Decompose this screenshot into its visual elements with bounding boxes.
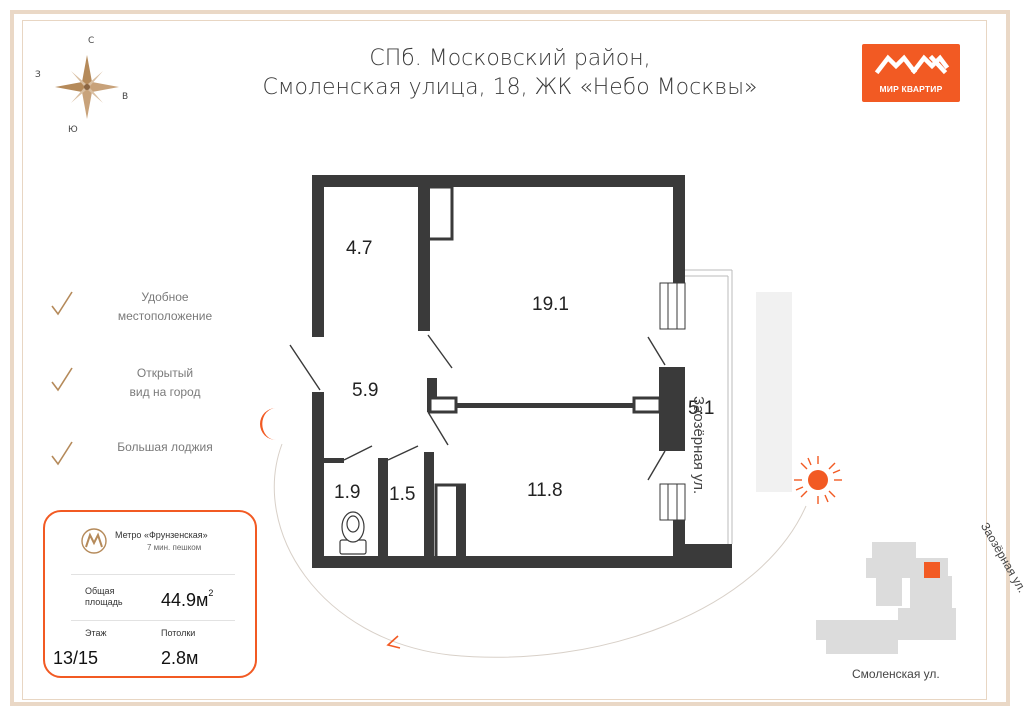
total-area-label-line2: площадь — [85, 597, 123, 607]
total-area-value: 44.9м2 — [161, 588, 214, 611]
compass-rose: С Ю В З — [30, 30, 150, 140]
sun-icon — [794, 456, 842, 504]
floor-value: 13/15 — [53, 648, 99, 668]
total-area-label-line1: Общая — [85, 586, 115, 596]
outer-frame — [10, 10, 1010, 706]
feature-city-view: Открытый вид на город — [40, 364, 230, 414]
page-title: СПб. Московский район, Смоленская улица,… — [250, 44, 770, 102]
street-label-zaozernaya: Заозёрная ул. — [690, 396, 707, 495]
moon-icon — [260, 408, 276, 440]
feature-location-line2: местоположение — [117, 309, 213, 323]
room-area-loggia: 5.1 — [688, 398, 715, 419]
room-area-bathroom: 1.9 — [334, 482, 361, 503]
divider — [71, 574, 235, 575]
direction-arrow-icon — [386, 635, 401, 649]
doors — [289, 334, 666, 481]
compass-north-label: С — [88, 36, 95, 46]
feature-city-view-line2: вид на город — [129, 385, 201, 399]
floor-label: Этаж — [85, 628, 107, 638]
check-icon — [51, 441, 73, 466]
column-left — [428, 396, 458, 414]
room-area-kitchen: 11.8 — [527, 480, 563, 501]
title-line-1: СПб. Московский район, — [369, 46, 651, 71]
metro-walk-time: 7 мин. пешком — [147, 543, 202, 552]
feature-loggia-line1: Большая лоджия — [117, 440, 213, 454]
location-marker — [924, 562, 940, 578]
divider — [71, 620, 235, 621]
feature-city-view-line1: Открытый — [136, 366, 194, 380]
feature-location-line1: Удобное — [141, 290, 189, 304]
feature-loggia: Большая лоджия — [40, 438, 230, 488]
total-area-unit: 2 — [208, 588, 214, 598]
info-card: Метро «Фрунзенская» 7 мин. пешком Общая … — [43, 510, 257, 678]
room-area-toilet: 1.5 — [389, 484, 416, 505]
windows — [659, 282, 686, 521]
room-area-hallway: 5.9 — [352, 380, 379, 401]
ceiling-value: 2.8м — [161, 648, 199, 668]
check-icon — [51, 291, 73, 316]
ceiling-label: Потолки — [161, 628, 196, 638]
minimap-street-horizontal: Смоленская ул. — [852, 667, 940, 681]
location-minimap — [816, 542, 956, 654]
loggia-outline — [685, 269, 733, 544]
closet — [420, 185, 454, 241]
metro-station-name: Метро «Фрунзенская» — [115, 530, 208, 540]
compass-east-label: В — [122, 92, 129, 102]
brand-logo-text: МИР КВАРТИР — [879, 84, 943, 94]
total-area-number: 44.9м — [161, 590, 209, 610]
check-icon — [51, 367, 73, 392]
compass-west-label: З — [35, 70, 41, 80]
title-line-2: Смоленская улица, 18, ЖК «Небо Москвы» — [262, 75, 758, 100]
room-area-bedroom: 19.1 — [532, 294, 569, 315]
brand-mark-icon — [874, 54, 950, 75]
column-right — [632, 396, 662, 414]
feature-location: Удобное местоположение — [40, 288, 230, 338]
inner-frame — [22, 20, 987, 700]
metro-icon — [81, 528, 107, 554]
room-area-storage: 4.7 — [346, 238, 373, 259]
toilet-fixture — [339, 511, 367, 555]
brand-logo: МИР КВАРТИР — [862, 44, 960, 102]
compass-south-label: Ю — [68, 125, 78, 135]
compass-star-icon — [55, 55, 119, 119]
total-area-label: Общая площадь — [85, 586, 123, 608]
